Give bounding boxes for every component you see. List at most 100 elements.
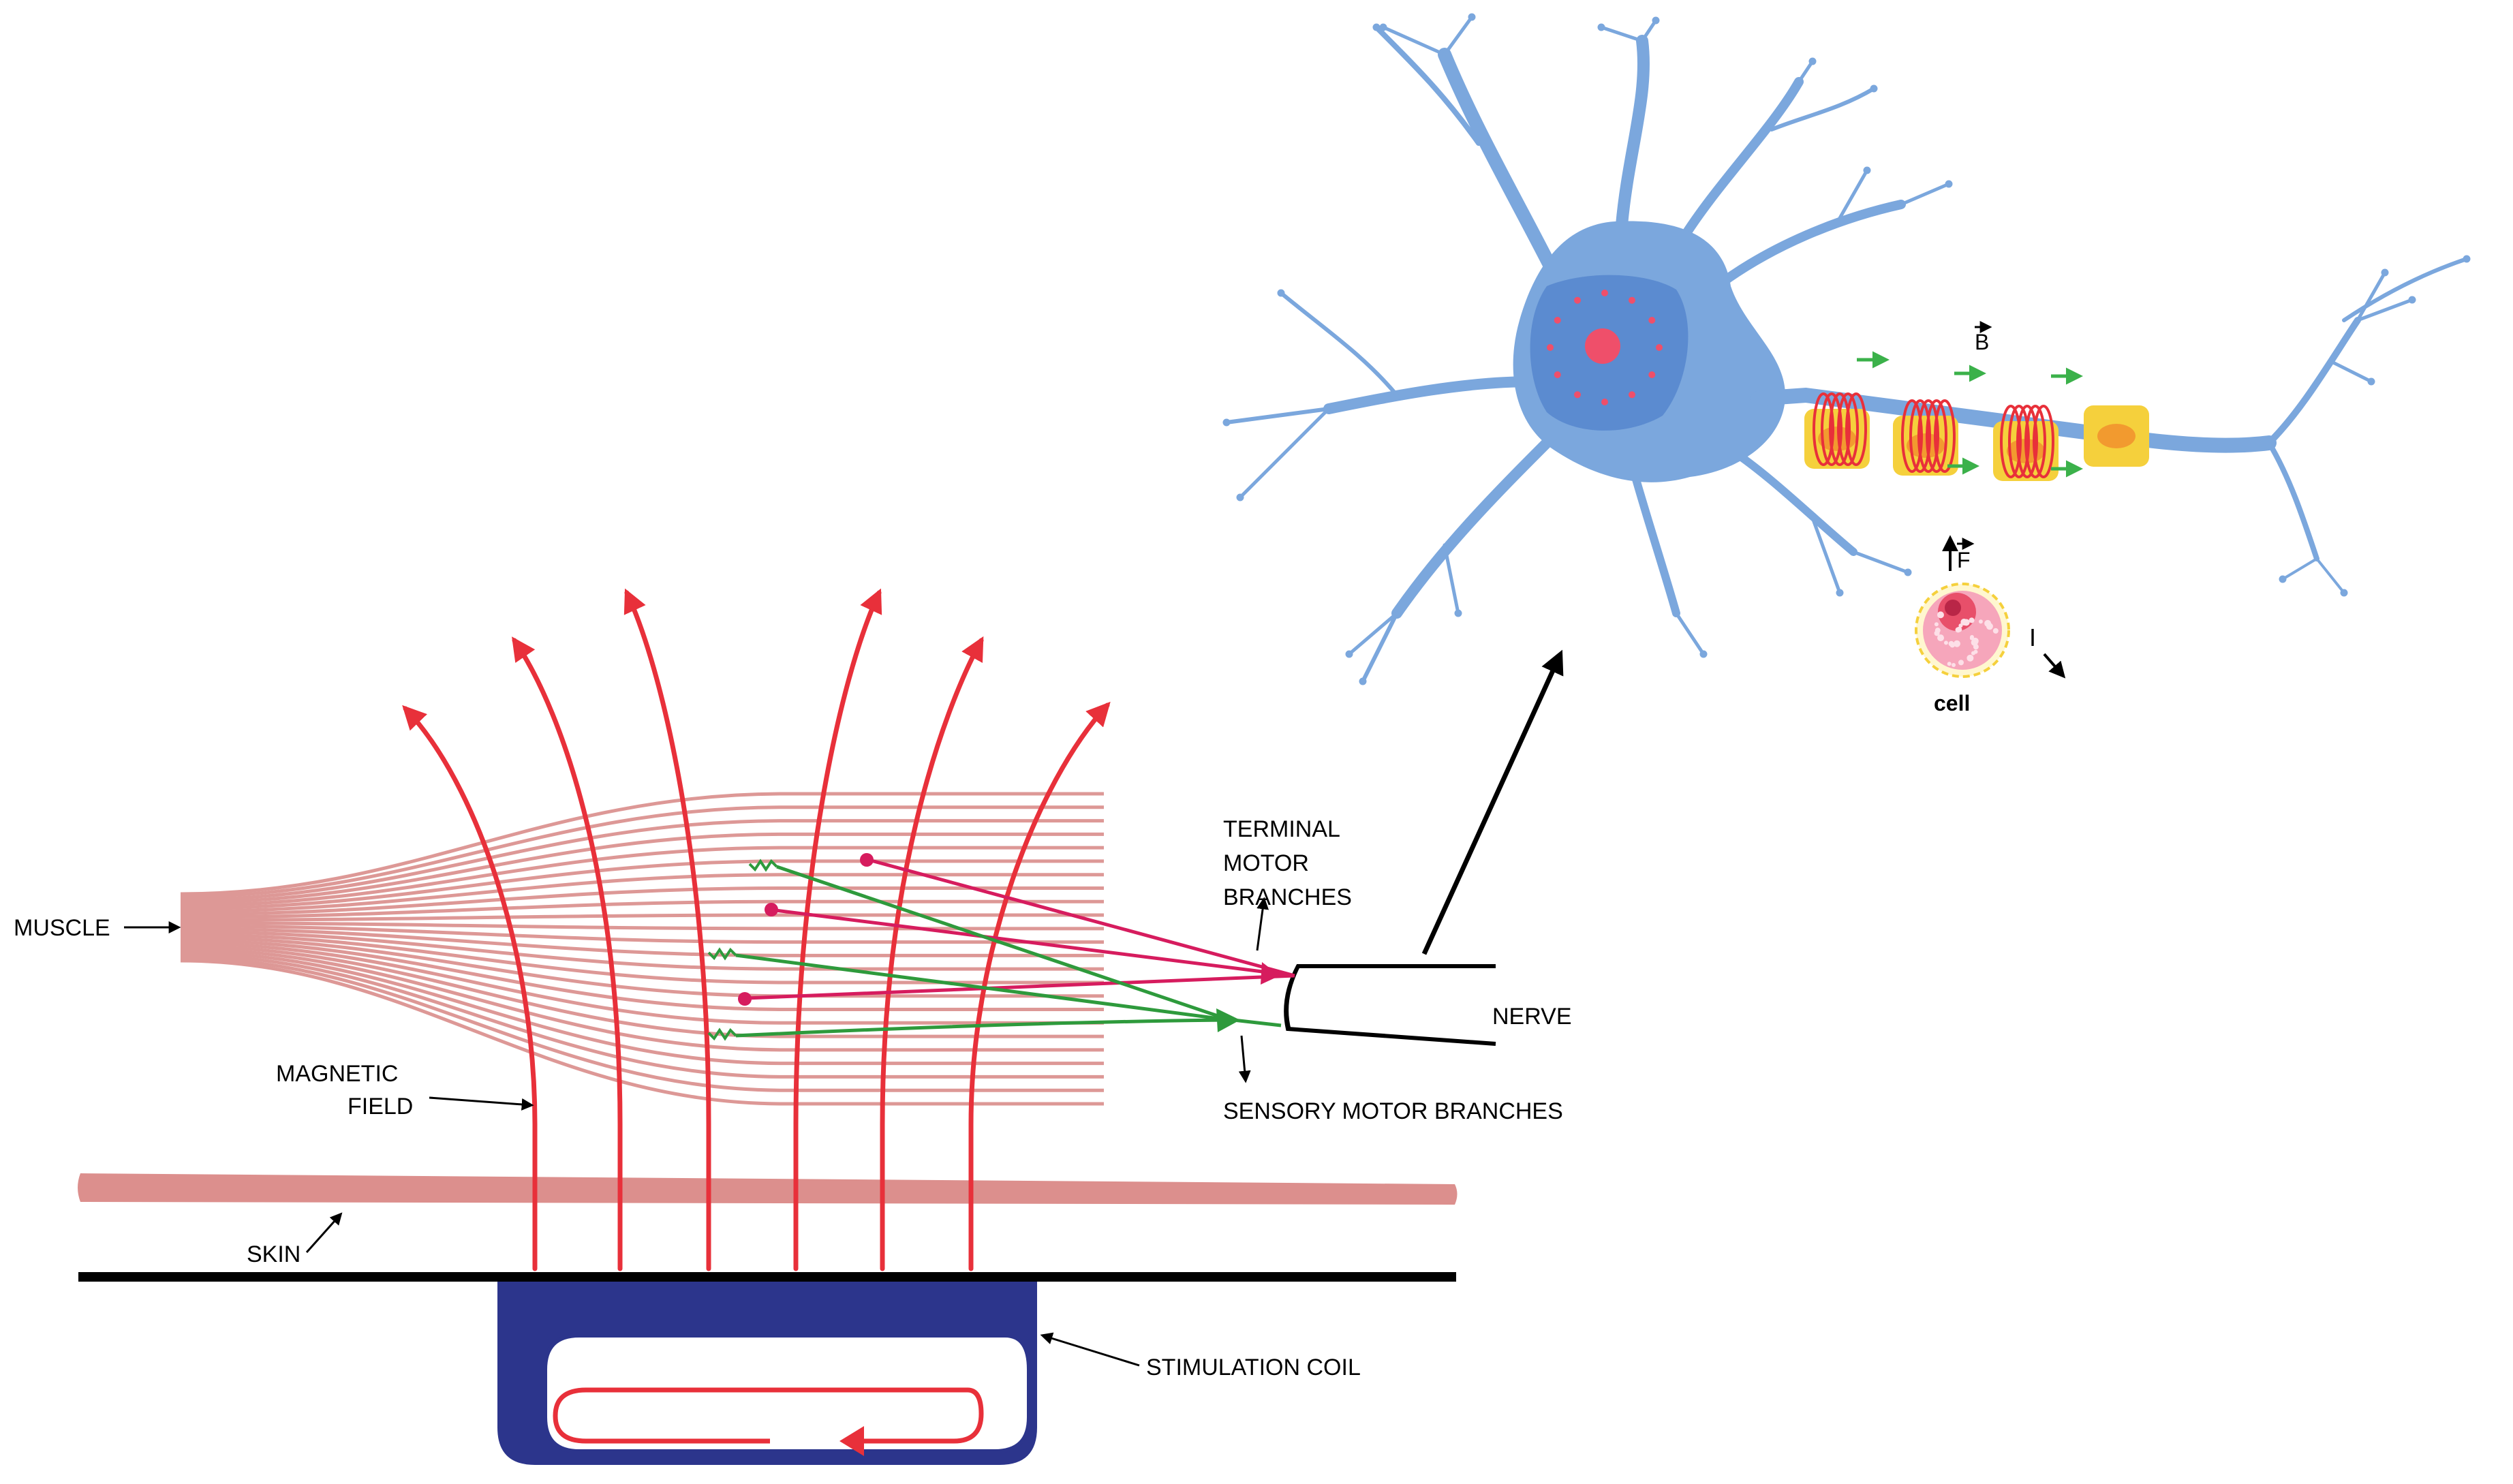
- field-line: [968, 701, 1111, 1271]
- cell-texture-dot: [1986, 623, 1993, 630]
- cell-texture-dot: [1952, 663, 1956, 668]
- field-line: [793, 588, 882, 1271]
- magnetic-field-lines: [402, 588, 1111, 1271]
- label-muscle: MUSCLE: [14, 915, 110, 941]
- dendrite-tip: [1699, 650, 1708, 658]
- cell: [1915, 583, 2010, 678]
- current-coil-turn: [2024, 405, 2046, 478]
- muscle-fiber: [180, 938, 1104, 1012]
- cell-texture-dot: [1953, 640, 1960, 647]
- current-coil-turn: [1934, 399, 1956, 473]
- dendrite-tip: [1345, 650, 1353, 658]
- nucleus-dot: [1547, 344, 1554, 351]
- cell-texture-dot: [1969, 636, 1974, 640]
- zoom-arrow: [1421, 649, 1564, 955]
- coil-current-arrowhead: [839, 1426, 864, 1456]
- dendrite-branch: [1347, 611, 1399, 656]
- nerve-bundle: [1284, 964, 1496, 1046]
- dendrite-branch: [1770, 87, 1876, 132]
- nucleus-dot: [1574, 296, 1581, 304]
- dendrite-tip: [1652, 16, 1660, 25]
- label-cell: cell: [1934, 691, 1970, 715]
- dendrite-branch: [1838, 168, 1869, 220]
- current-vector-arrow: [2043, 653, 2066, 679]
- dendrite-branch: [1374, 25, 1481, 146]
- current-coil-turn: [2033, 405, 2054, 478]
- cell-texture-dot: [1934, 628, 1941, 634]
- label-pointers: [124, 897, 1269, 1367]
- muscle-fiber: [180, 873, 1104, 914]
- label-skin: SKIN: [247, 1241, 300, 1267]
- label-b-vector: B: [1975, 330, 1989, 354]
- muscle-fiber: [180, 859, 1104, 910]
- dendrite-tip: [1359, 677, 1367, 685]
- label-branches: BRANCHES: [1223, 884, 1352, 910]
- nucleus-dot: [1554, 371, 1561, 378]
- cell-texture-dot: [1958, 660, 1964, 666]
- current-coil-turn: [1821, 392, 1843, 466]
- current-coil-turn: [1845, 392, 1867, 466]
- muscle-fiber: [180, 947, 1104, 1052]
- field-line: [623, 588, 711, 1271]
- label-terminal: TERMINAL: [1223, 816, 1340, 842]
- label-field: FIELD: [348, 1094, 413, 1119]
- dendrite-tip: [2367, 377, 2375, 386]
- dendrite-tip: [2381, 268, 2389, 277]
- dendrite-tip: [2463, 255, 2471, 263]
- dendrite-branch: [1727, 446, 1857, 556]
- current-coil-turn: [2000, 405, 2022, 478]
- dendrite-branch: [2356, 298, 2414, 322]
- surface-line: [78, 1272, 1456, 1282]
- neuron: [1222, 13, 2471, 685]
- muscle-fiber: [180, 944, 1104, 1038]
- dendrite-branch: [1851, 550, 1910, 574]
- cell-texture-dot: [1943, 640, 1948, 645]
- muscle-fiber: [180, 832, 1104, 905]
- muscle-fibers: [180, 792, 1104, 1106]
- nucleus-dot: [1648, 371, 1656, 378]
- cell-texture-dot: [1971, 638, 1978, 646]
- nucleus-dot: [1554, 317, 1561, 324]
- label-stimulation-coil: STIMULATION COIL: [1146, 1355, 1361, 1380]
- dendrites: [1222, 13, 2471, 685]
- dendrite-tip: [1863, 166, 1871, 174]
- current-coil-turn: [1813, 392, 1834, 466]
- dendrite-branch: [1797, 59, 1815, 84]
- dendrite-tip: [2340, 589, 2348, 597]
- nucleus-dot: [1601, 290, 1608, 296]
- skin-layer: [78, 1173, 1458, 1205]
- muscle-fiber: [180, 941, 1104, 1025]
- nucleus-dot: [1656, 344, 1663, 351]
- label-nerve: NERVE: [1492, 1004, 1572, 1030]
- field-line: [880, 636, 984, 1271]
- current-coil-turn: [1917, 399, 1939, 473]
- dendrite-branch: [1391, 431, 1559, 619]
- dendrite-tip: [1597, 23, 1605, 31]
- dendrite-tip: [1468, 13, 1476, 21]
- dendrite-branch: [1810, 516, 1842, 595]
- cell-texture-dot: [1948, 640, 1954, 647]
- coil-current-loop: [553, 1387, 984, 1444]
- dendrite-branch: [1674, 611, 1706, 656]
- coil-window: [543, 1333, 1031, 1453]
- field-line: [402, 705, 538, 1271]
- nucleus-dot: [1629, 296, 1635, 304]
- dendrite-branch: [2266, 317, 2361, 446]
- field-line: [512, 636, 623, 1271]
- dendrite-tip: [1808, 57, 1817, 65]
- dendrite-branch: [1599, 25, 1644, 43]
- muscle-fiber: [180, 959, 1104, 1106]
- current-coil-turn: [1901, 399, 1923, 473]
- dendrite-branch: [1640, 18, 1658, 43]
- muscle-fiber: [180, 913, 1104, 922]
- dendrite-branch: [2342, 257, 2469, 322]
- induced-current-coils: [1813, 392, 2054, 478]
- terminal-motor-branches: [738, 853, 1295, 1006]
- cell-texture-dot: [1962, 619, 1970, 626]
- cell-texture-dot: [1978, 619, 1983, 624]
- muscle-fiber: [180, 921, 1104, 931]
- label-current: I: [2029, 623, 2036, 651]
- dendrite-branch: [1616, 35, 1650, 231]
- nucleus-dots: [1547, 290, 1663, 405]
- dendrite-tip: [2279, 575, 2287, 583]
